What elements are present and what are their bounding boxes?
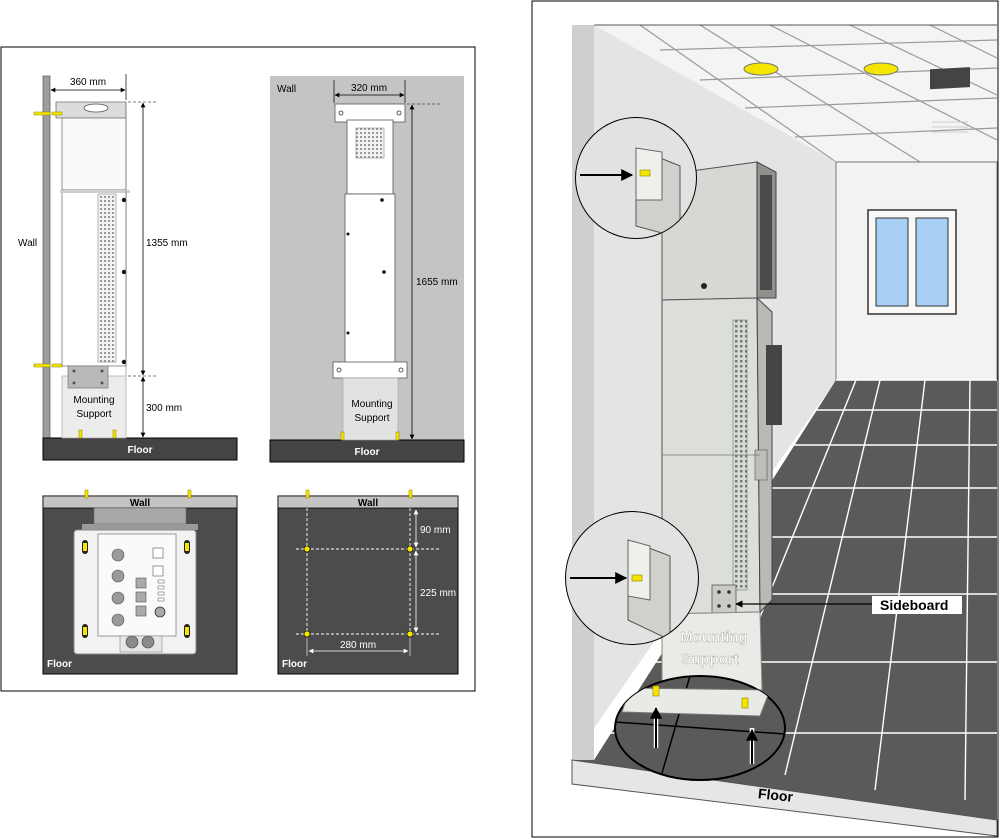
magnifier-lower-bracket (566, 512, 698, 644)
front-floor-label: Floor (355, 447, 380, 458)
magnifier-top-bracket (576, 118, 696, 238)
hole-width-dim: 280 mm (340, 640, 376, 651)
side-wall-label: Wall (18, 238, 37, 249)
side-wall (43, 76, 50, 438)
illustration-support-label-1: Mounting (680, 629, 747, 646)
side-support-label-2: Support (76, 409, 111, 420)
side-wall-bolt-top (34, 112, 50, 115)
front-top-bracket (335, 104, 405, 122)
top-floor-label: Floor (47, 659, 72, 670)
installation-illustration: Floor Mounting Support Sideboard (532, 1, 998, 837)
front-wall-label: Wall (277, 84, 296, 95)
ceiling-light (744, 63, 778, 75)
hole-marker (304, 546, 310, 552)
front-floor-bolt (341, 432, 344, 440)
side-support-plate (68, 366, 108, 388)
hole-floor-label: Floor (282, 659, 307, 670)
sideboard-label: Sideboard (880, 597, 948, 613)
side-support-label-1: Mounting (73, 395, 114, 406)
hole-marker (407, 631, 413, 637)
hole-offset-dim: 90 mm (420, 525, 451, 536)
front-lower-box (345, 194, 395, 366)
hole-wall-label: Wall (358, 498, 378, 509)
front-width-dim: 320 mm (351, 83, 387, 94)
front-support-label-2: Support (354, 413, 389, 424)
magnifier-floor-base (615, 676, 785, 780)
side-vent (98, 194, 116, 362)
side-width-dim: 360 mm (70, 77, 106, 88)
front-support-label-1: Mounting (351, 399, 392, 410)
hole-marker (304, 631, 310, 637)
hole-depth-dim: 225 mm (420, 588, 456, 599)
side-lower-box (62, 190, 126, 366)
hole-layout-panel: Wall 90 mm 225 mm 280 mm Floor (278, 490, 458, 674)
hole-marker (407, 546, 413, 552)
side-floor-bolt (79, 430, 82, 438)
side-wall-bolt-bottom (34, 364, 50, 367)
front-view-panel: Wall Floor Mounting Support 320 mm 1655 … (270, 76, 464, 462)
ceiling-light (864, 63, 898, 75)
front-vent (356, 128, 384, 158)
sideboard-plate (712, 585, 736, 615)
top-wall-bracket (94, 508, 186, 524)
side-floor-label: Floor (128, 445, 153, 456)
side-height-dim: 1355 mm (146, 238, 188, 249)
side-support-dim: 300 mm (146, 403, 182, 414)
side-cable-hole (84, 104, 108, 112)
top-wall-label: Wall (130, 498, 150, 509)
front-height-dim: 1655 mm (416, 277, 458, 288)
front-bottom-bracket (333, 362, 407, 378)
illustration-support-label-2: Support (681, 651, 739, 668)
top-view-panel: Wall Floor (43, 490, 237, 674)
window (868, 210, 956, 314)
side-upper-box (62, 118, 126, 190)
